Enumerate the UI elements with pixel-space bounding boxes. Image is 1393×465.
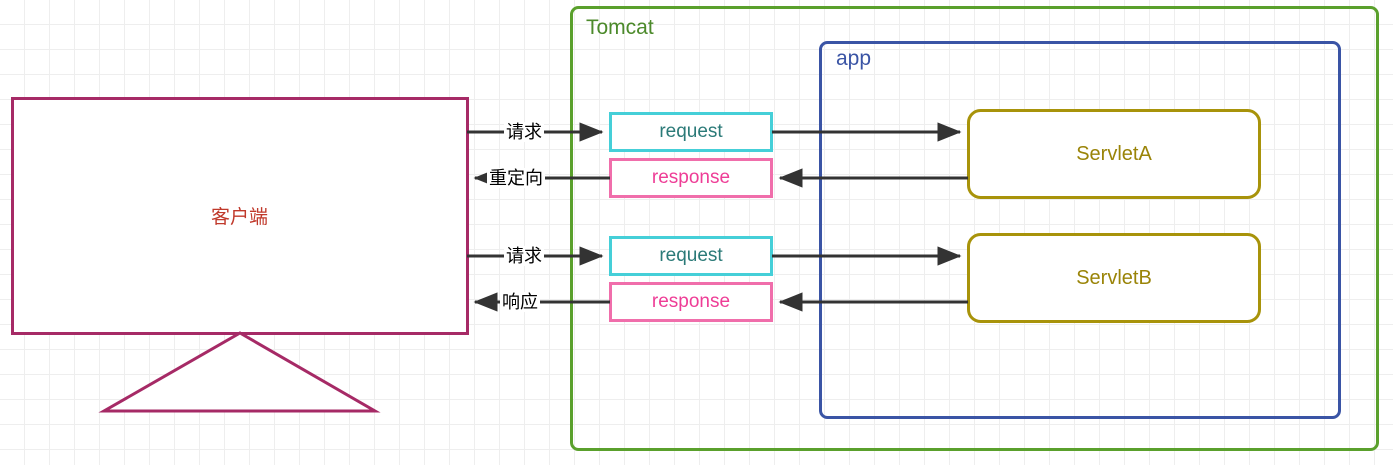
servlet-b-box[interactable]	[967, 233, 1261, 323]
edge-label-request-1: 请求	[504, 122, 544, 142]
tomcat-container-title: Tomcat	[586, 16, 654, 39]
request-box-2[interactable]	[609, 236, 773, 276]
client-monitor-stand	[98, 331, 381, 413]
tomcat-container[interactable]	[570, 6, 1379, 451]
servlet-a-box[interactable]	[967, 109, 1261, 199]
edge-label-redirect: 重定向	[487, 168, 545, 188]
response-box-1[interactable]	[609, 158, 773, 198]
response-box-2[interactable]	[609, 282, 773, 322]
edge-label-request-2: 请求	[504, 246, 544, 266]
app-container[interactable]	[819, 41, 1341, 419]
client-monitor-screen[interactable]	[11, 97, 469, 335]
edge-label-response: 响应	[500, 292, 540, 312]
request-box-1[interactable]	[609, 112, 773, 152]
app-container-title: app	[836, 47, 872, 70]
